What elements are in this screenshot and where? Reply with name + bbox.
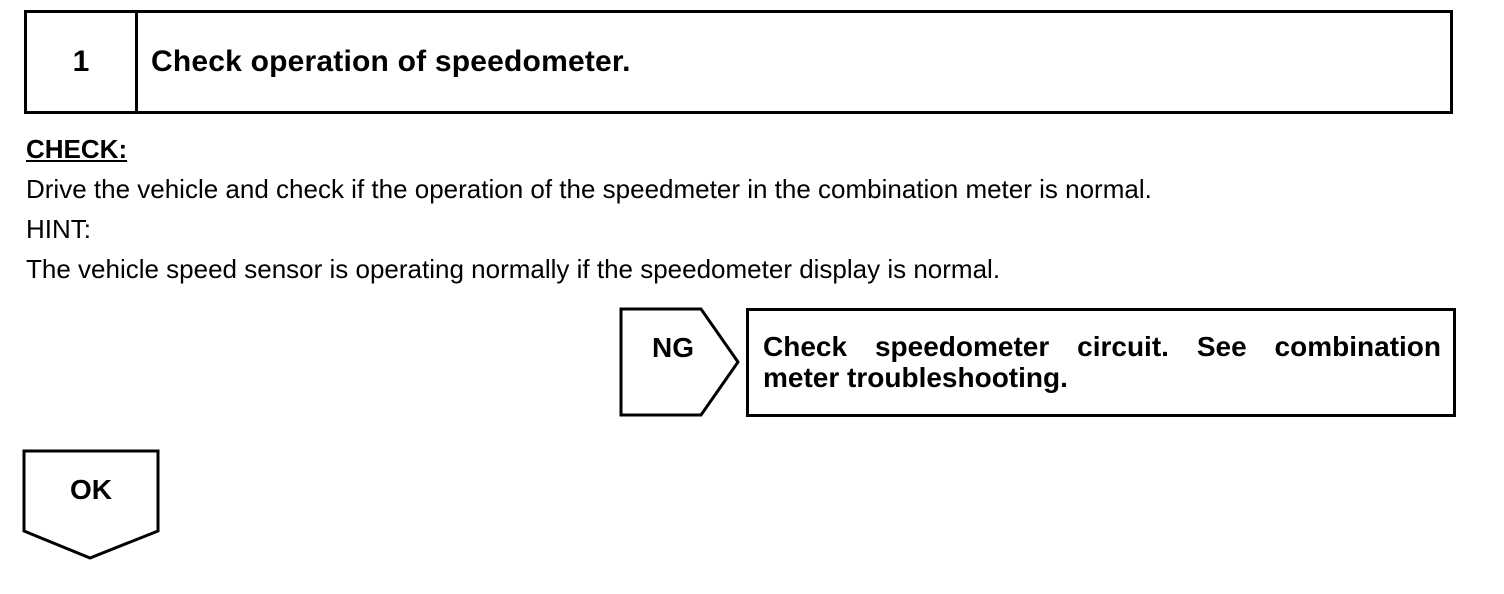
ng-label: NG (652, 332, 694, 363)
step-number: 1 (27, 13, 138, 111)
hint-label: HINT: (26, 214, 91, 244)
check-text: Drive the vehicle and check if the opera… (26, 174, 1152, 204)
ok-label: OK (70, 474, 112, 505)
step-header: 1 Check operation of speedometer. (24, 10, 1453, 114)
ok-arrow-shape (22, 449, 160, 560)
step-title: Check operation of speedometer. (151, 45, 631, 78)
hint-text: The vehicle speed sensor is operating no… (26, 254, 1001, 284)
ng-arrow-shape (619, 307, 740, 417)
ng-result-box: Check speedometer circuit. See combinati… (746, 308, 1456, 417)
check-label: CHECK: (26, 134, 128, 164)
ng-result-text: Check speedometer circuit. See combinati… (763, 331, 1441, 393)
